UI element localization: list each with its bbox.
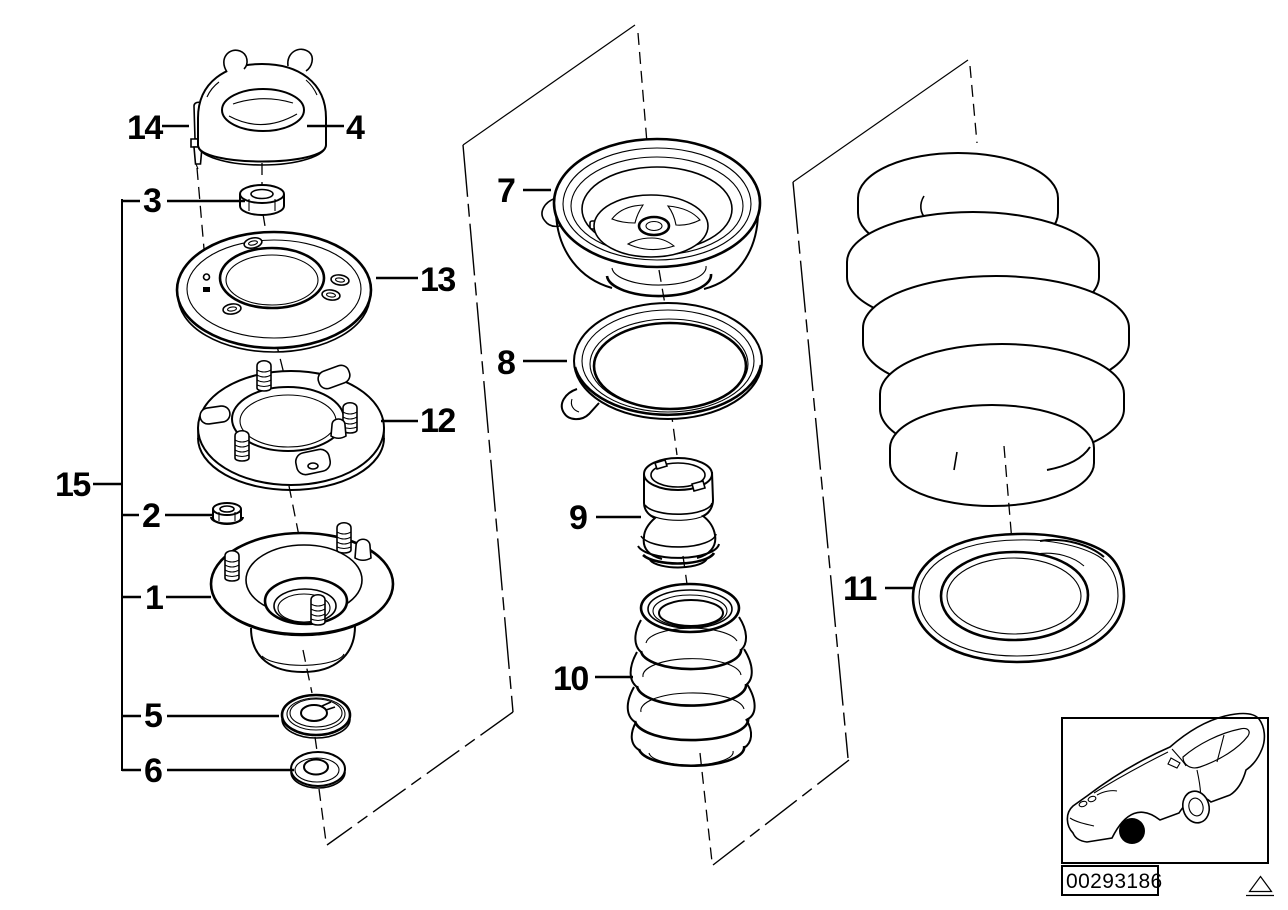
callout-14[interactable]: 14 — [127, 109, 165, 147]
callout-15[interactable]: 15 — [55, 466, 92, 504]
panel-divider-left — [326, 24, 636, 846]
callout-13[interactable]: 13 — [420, 261, 457, 299]
leader-lines — [93, 124, 913, 772]
callout-7[interactable]: 7 — [497, 172, 517, 210]
part-drawing-8-spring-pad — [560, 302, 763, 421]
callout-11[interactable]: 11 — [843, 570, 878, 608]
callout-4[interactable]: 4 — [346, 109, 367, 147]
car-icon — [1066, 712, 1266, 844]
part-drawing-1-guide-support — [209, 521, 395, 674]
callout-8[interactable]: 8 — [497, 344, 517, 382]
part-drawing-10-bellows — [626, 582, 756, 768]
image-code: 00293186 — [1066, 870, 1163, 893]
coil-spring-drawing — [846, 152, 1130, 507]
part-drawing-7-spring-seat — [541, 137, 762, 298]
callout-3[interactable]: 3 — [143, 182, 163, 220]
callout-6[interactable]: 6 — [144, 752, 164, 790]
callout-2[interactable]: 2 — [142, 497, 162, 535]
callout-labels: 1 2 3 4 5 6 7 8 9 10 11 12 13 14 15 — [55, 109, 878, 790]
car-locator: 00293186 — [1061, 712, 1269, 896]
callout-5[interactable]: 5 — [144, 697, 164, 735]
callout-10[interactable]: 10 — [553, 660, 590, 698]
panel-divider-right — [712, 59, 969, 866]
part-drawing-9-bump-stop — [637, 457, 720, 569]
part-drawing-11-lower-pad — [911, 532, 1126, 664]
part-drawing-12-ring — [197, 359, 385, 491]
callout-12[interactable]: 12 — [420, 402, 457, 440]
front-axle-marker-dot — [1119, 818, 1145, 844]
part-drawing-3-nut — [239, 184, 285, 216]
part-drawing-13-disc — [175, 230, 373, 353]
part-drawing-5-washer — [280, 693, 352, 739]
image-code-box — [1061, 865, 1159, 896]
car-box — [1061, 717, 1269, 864]
part-drawing-4-cap — [197, 48, 327, 166]
part-drawing-2-nut — [210, 502, 244, 525]
callout-9[interactable]: 9 — [569, 499, 589, 537]
print-mark-triangle-icon — [1246, 875, 1274, 897]
part-drawing-6-washer — [290, 751, 346, 789]
callout-1[interactable]: 1 — [145, 579, 165, 617]
